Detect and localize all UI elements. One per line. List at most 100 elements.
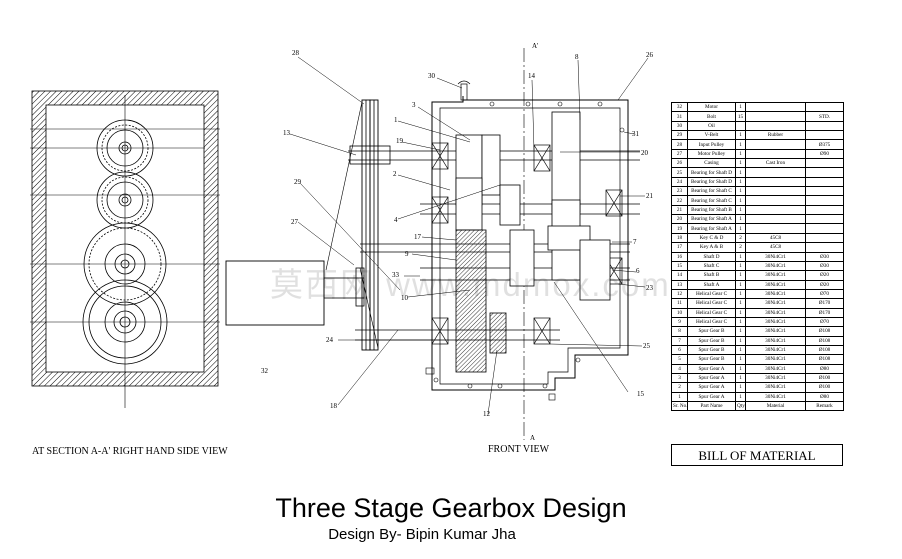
bom-cell: 1 — [735, 167, 746, 178]
bom-cell: 1 — [735, 214, 746, 225]
callout-25: 25 — [643, 342, 651, 350]
bom-cell: 8 — [671, 326, 688, 337]
bom-cell: Ø20 — [805, 279, 844, 290]
bom-cell: 6 — [671, 344, 688, 356]
bom-cell: 1 — [735, 363, 746, 374]
watermark: 莫西网 www.mdmox.com — [270, 266, 671, 303]
bom-header-cell: Qty. — [735, 400, 746, 412]
bom-cell: 1 — [735, 298, 746, 309]
bom-cell: 45C8 — [745, 242, 806, 253]
bom-cell: 1 — [735, 176, 746, 188]
bom-cell: 25 — [671, 167, 688, 178]
callout-7: 7 — [633, 238, 637, 246]
bom-cell: Oil — [687, 120, 736, 132]
callout-18: 18 — [330, 402, 338, 410]
bom-cell: 21 — [671, 204, 688, 216]
bom-cell: 1 — [735, 270, 746, 281]
callout-13: 13 — [283, 129, 291, 137]
callout-28: 28 — [292, 49, 300, 57]
bom-cell — [745, 214, 806, 225]
callout-4: 4 — [394, 216, 398, 224]
front-view — [225, 48, 649, 440]
bom-cell: Casing — [687, 158, 736, 169]
bom-cell: Key C & D — [687, 232, 736, 244]
callout-21: 21 — [646, 192, 654, 200]
bom-cell: 28 — [671, 139, 688, 150]
bom-cell: Shaft B — [687, 270, 736, 281]
front-view-caption: FRONT VIEW — [488, 444, 550, 455]
bom-cell: 1 — [735, 326, 746, 337]
bom-cell: Bearing for Shaft A — [687, 223, 736, 234]
bom-cell: 30Ni4Cr1 — [745, 326, 806, 337]
callout-14: 14 — [528, 72, 536, 80]
callout-27: 27 — [291, 218, 299, 226]
bom-cell — [805, 204, 844, 216]
casing-inner — [439, 107, 621, 385]
bom-cell: 2 — [735, 242, 746, 253]
bom-cell: 15 — [735, 111, 746, 122]
bom-header-cell: Material — [745, 400, 806, 412]
bom-cell: Cast Iron — [745, 158, 806, 169]
callout-labels: 28 30 14 8 26 13 1 3 31 19 20 29 2 21 4 … — [261, 49, 654, 418]
bom-cell: 27 — [671, 148, 688, 160]
bom-cell: Spur Gear B — [687, 335, 736, 346]
bom-cell: 1 — [735, 195, 746, 206]
bom-cell: Input Pulley — [687, 139, 736, 150]
bom-cell: 1 — [735, 251, 746, 262]
leader-lines — [289, 56, 649, 415]
bom-cell: Motor Pulley — [687, 148, 736, 160]
casing-outer — [431, 96, 629, 391]
bom-cell — [745, 223, 806, 234]
bom-cell: 1 — [735, 279, 746, 290]
bom-cell: 30Ni4Cr1 — [745, 298, 806, 309]
bom-cell — [735, 120, 746, 132]
bom-cell: 16 — [671, 251, 688, 262]
bom-header-cell: Sr. No. — [671, 400, 688, 412]
callout-19: 19 — [396, 137, 404, 145]
bom-cell: Ø108 — [805, 326, 844, 337]
bom-cell — [745, 186, 806, 197]
bom-cell: 30Ni4Cr1 — [745, 382, 806, 393]
input-pulley — [349, 99, 391, 351]
bom-cell — [805, 101, 844, 113]
callout-12: 12 — [483, 410, 491, 418]
side-gear-4 — [82, 279, 168, 365]
bom-cell: Helical Gear C — [687, 288, 736, 300]
bom-cell: Bearing for Shaft C — [687, 195, 736, 206]
bom-cell: 18 — [671, 232, 688, 244]
bom-cell: STD. — [805, 111, 844, 122]
bom-cell: 1 — [735, 307, 746, 318]
bom-cell: 30Ni4Cr1 — [745, 335, 806, 346]
bom-cell: Spur Gear A — [687, 391, 736, 403]
bom-cell — [745, 139, 806, 150]
bom-cell: Ø30 — [805, 260, 844, 272]
bom-cell: Spur Gear B — [687, 354, 736, 365]
callout-10: 10 — [401, 294, 409, 302]
bom-cell: 30Ni4Cr1 — [745, 307, 806, 318]
side-view — [30, 90, 220, 408]
bom-cell: 10 — [671, 307, 688, 318]
bom-cell: Ø108 — [805, 354, 844, 365]
bom-cell: V-Belt — [687, 130, 736, 141]
bom-cell: 29 — [671, 130, 688, 141]
bom-cell: 4 — [671, 363, 688, 374]
bom-cell: 30Ni4Cr1 — [745, 251, 806, 262]
bom-cell — [805, 242, 844, 253]
bom-cell — [805, 130, 844, 141]
side-gear-1 — [96, 119, 154, 177]
bom-cell: 1 — [735, 101, 746, 113]
